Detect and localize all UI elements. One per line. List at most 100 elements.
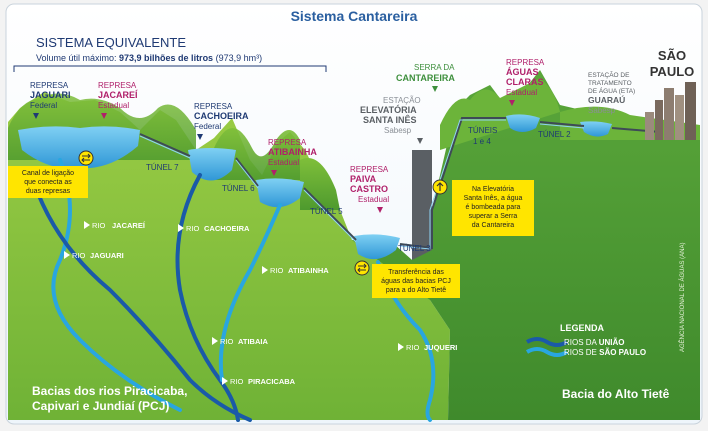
callout-canal: Canal de ligação que conecta as duas rep… [8,150,94,198]
legend-title: LEGENDA [560,323,605,333]
reservoir-jaguari-jacarei [18,126,140,169]
svg-text:CLARAS: CLARAS [506,77,544,87]
svg-text:Estadual: Estadual [98,101,129,110]
svg-text:ÁGUAS: ÁGUAS [506,67,539,77]
svg-text:REPRESA: REPRESA [268,138,307,147]
svg-text:Estadual: Estadual [268,158,299,167]
volume-suffix: (973,9 hm³) [213,53,262,63]
legend-state-swatch [525,347,569,357]
tunnels-1-4-label-a: TÚNEIS [468,126,497,135]
svg-text:Na Elevatória: Na Elevatória [472,186,514,193]
svg-text:PIRACICABA: PIRACICABA [248,377,296,386]
label-sao-paulo: SÃO PAULO [650,48,695,79]
tunnel-water [139,119,585,250]
svg-text:PAULO: PAULO [650,64,695,79]
svg-text:Estadual: Estadual [358,195,389,204]
rivers [28,158,436,422]
svg-text:ATIBAINHA: ATIBAINHA [288,266,329,275]
aguas-claras-marker-icon [509,100,515,106]
jaguari-marker-icon [33,113,39,119]
sistema-bracket [13,65,327,72]
svg-text:Federal: Federal [30,101,57,110]
alto-tiete-ground [352,70,700,420]
svg-text:DE ÁGUA (ETA): DE ÁGUA (ETA) [588,86,635,95]
basin-pcj-line2: Capivari e Jundiaí (PCJ) [32,399,169,413]
river-label-atibainha: RIO ATIBAINHA [262,266,329,275]
svg-text:CANTAREIRA: CANTAREIRA [396,73,455,83]
svg-text:ELEVATÓRIA: ELEVATÓRIA [360,104,417,115]
svg-text:JACAREÍ: JACAREÍ [98,90,138,100]
svg-text:REPRESA: REPRESA [350,165,389,174]
hill-middle [214,128,300,180]
svg-text:Canal de ligação: Canal de ligação [22,170,74,177]
reservoir-guarau [580,121,612,137]
svg-text:Transferência das: Transferência das [388,269,444,276]
svg-text:superar a Serra: superar a Serra [469,213,518,220]
paiva-castro-marker-icon [377,207,383,213]
reservoir-cachoeira [188,148,236,181]
tunnel-6-line [235,157,259,187]
svg-text:TRATAMENTO: TRATAMENTO [588,80,632,87]
svg-text:GUARAÚ: GUARAÚ [588,94,625,105]
serra-marker-icon [432,86,438,92]
tunnel-lines [139,117,661,250]
svg-text:Estadual: Estadual [506,88,537,97]
svg-text:RIO: RIO [72,251,86,260]
river-label-juqueri: RIO JUQUERI [398,343,457,352]
tunnels-1-4-label-b: 1 e 4 [473,137,491,146]
tunnel-5-label: TÚNEL 5 [310,207,343,216]
svg-text:SERRA DA: SERRA DA [414,63,455,72]
callout-canal-box [8,166,88,198]
svg-text:Sabesp: Sabesp [588,106,616,115]
label-jacarei: REPRESA JACAREÍ Estadual [98,81,138,119]
basin-pcj-line1: Bacias dos rios Piracicaba, [32,384,187,398]
river-label-jacarei: RIO JACAREÍ [84,221,146,230]
exchange-icon [78,150,94,166]
svg-text:é bombeada para: é bombeada para [466,204,521,211]
svg-text:Federal: Federal [194,122,221,131]
hill-atibainha [300,158,340,210]
svg-text:CACHOEIRA: CACHOEIRA [204,224,250,233]
volume-value: 973,9 bilhões de litros [119,53,213,63]
elevatoria-marker-icon [417,138,423,144]
svg-text:SÃO: SÃO [658,48,686,63]
svg-text:SANTA INÊS: SANTA INÊS [363,114,417,125]
river-label-jaguari: RIO JAGUARI [64,251,124,260]
svg-text:Sabesp: Sabesp [384,126,412,135]
tunnel-6-label: TÚNEL 6 [222,184,255,193]
sistema-equivalente-heading: SISTEMA EQUIVALENTE [36,35,186,50]
svg-text:ESTAÇÃO: ESTAÇÃO [383,96,421,105]
label-serra-cantareira: SERRA DA CANTAREIRA [396,63,455,92]
volume-line: Volume útil máximo: 973,9 bilhões de lit… [36,53,262,63]
svg-text:da Cantareira: da Cantareira [472,222,515,229]
callout-elevatoria-box [452,180,534,236]
svg-text:CACHOEIRA: CACHOEIRA [194,111,249,121]
svg-text:JAGUARI: JAGUARI [30,90,71,100]
basin-alto-tiete: Bacia do Alto Tietê [562,387,670,401]
sao-paulo-skyline [645,82,696,140]
river-cachoeira-line [175,173,240,422]
label-jaguari: REPRESA JAGUARI Federal [30,81,71,119]
tunnel-5-line [303,187,357,241]
label-cachoeira: REPRESA CACHOEIRA Federal [194,102,249,140]
elevatoria-cliff [412,150,432,260]
svg-text:REPRESA: REPRESA [194,102,233,111]
svg-text:RIO: RIO [406,343,420,352]
svg-text:RIO: RIO [220,337,234,346]
tunnel-7-line [139,133,191,157]
pcj-ground [8,92,450,420]
svg-text:duas represas: duas represas [26,188,71,195]
svg-text:JUQUERI: JUQUERI [424,343,457,352]
callout-transferencia-box [372,264,460,298]
svg-text:que conecta as: que conecta as [24,179,72,186]
svg-text:RIO: RIO [186,224,200,233]
river-label-cachoeira: RIO CACHOEIRA [178,224,250,233]
label-elevatoria: ESTAÇÃO ELEVATÓRIA SANTA INÊS Sabesp [360,96,423,144]
river-jaguari-line [28,168,252,422]
label-paiva-castro: REPRESA PAIVA CASTRO Estadual [350,165,389,213]
atibainha-marker-icon [271,170,277,176]
svg-text:PAIVA: PAIVA [350,174,377,184]
svg-text:RIO: RIO [92,221,106,230]
river-labels: RIO JACAREÍ RIO JAGUARI RIO CACHOEIRA RI… [64,221,457,386]
